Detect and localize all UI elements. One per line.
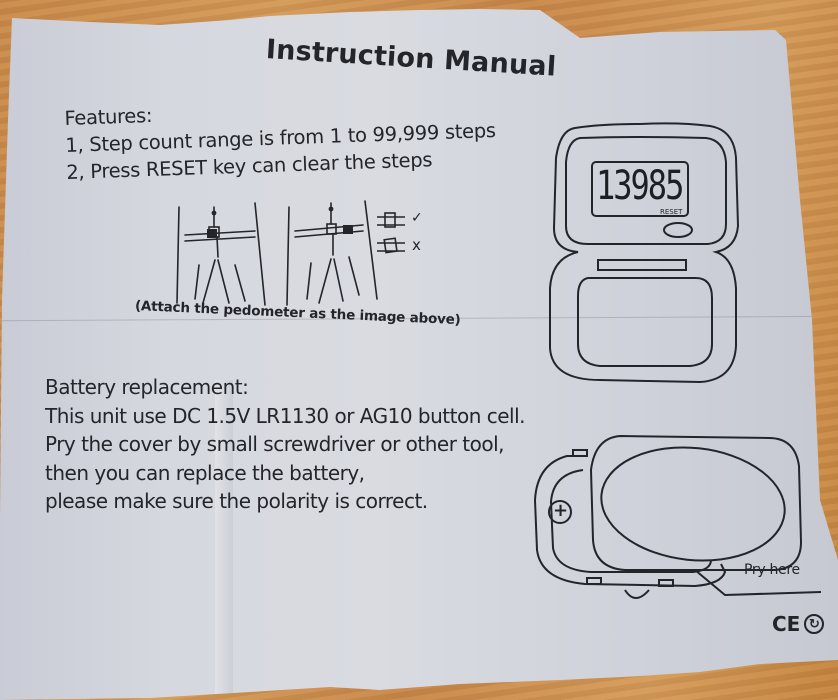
features-section: Features: 1, Step count range is from 1 … xyxy=(64,90,497,186)
battery-cover-illustration xyxy=(533,434,822,599)
pedometer-illustration xyxy=(549,122,740,384)
incorrect-clip-x-icon: x xyxy=(412,236,421,254)
ce-mark-icon: CE xyxy=(772,612,801,636)
battery-instruction-line: then you can replace the battery, xyxy=(45,460,365,485)
recycle-symbol-icon: ↻ xyxy=(804,614,825,634)
belt-attachment-diagram xyxy=(176,200,405,306)
positive-polarity-icon: + xyxy=(553,500,569,521)
battery-instruction-line: This unit use DC 1.5V LR1130 or AG10 but… xyxy=(45,403,526,428)
reset-button-label: RESET xyxy=(660,208,683,216)
certification-marks: CE ↻ xyxy=(772,612,825,636)
battery-instruction-line: please make sure the polarity is correct… xyxy=(45,489,428,513)
manual-title: Instruction Manual xyxy=(265,34,558,83)
step-count-display: 13985 xyxy=(596,161,684,209)
paper-fold-vertical xyxy=(215,380,233,700)
pedometer-clip-mark xyxy=(207,229,217,238)
battery-instruction-line: Pry the cover by small screwdriver or ot… xyxy=(45,432,505,456)
pry-here-label: Pry here xyxy=(744,562,800,578)
correct-clip-check-icon: ✓ xyxy=(411,210,423,226)
clip-orientation-icons xyxy=(377,212,405,254)
battery-section: Battery replacement: This unit use DC 1.… xyxy=(45,373,526,516)
battery-heading: Battery replacement: xyxy=(45,375,249,399)
